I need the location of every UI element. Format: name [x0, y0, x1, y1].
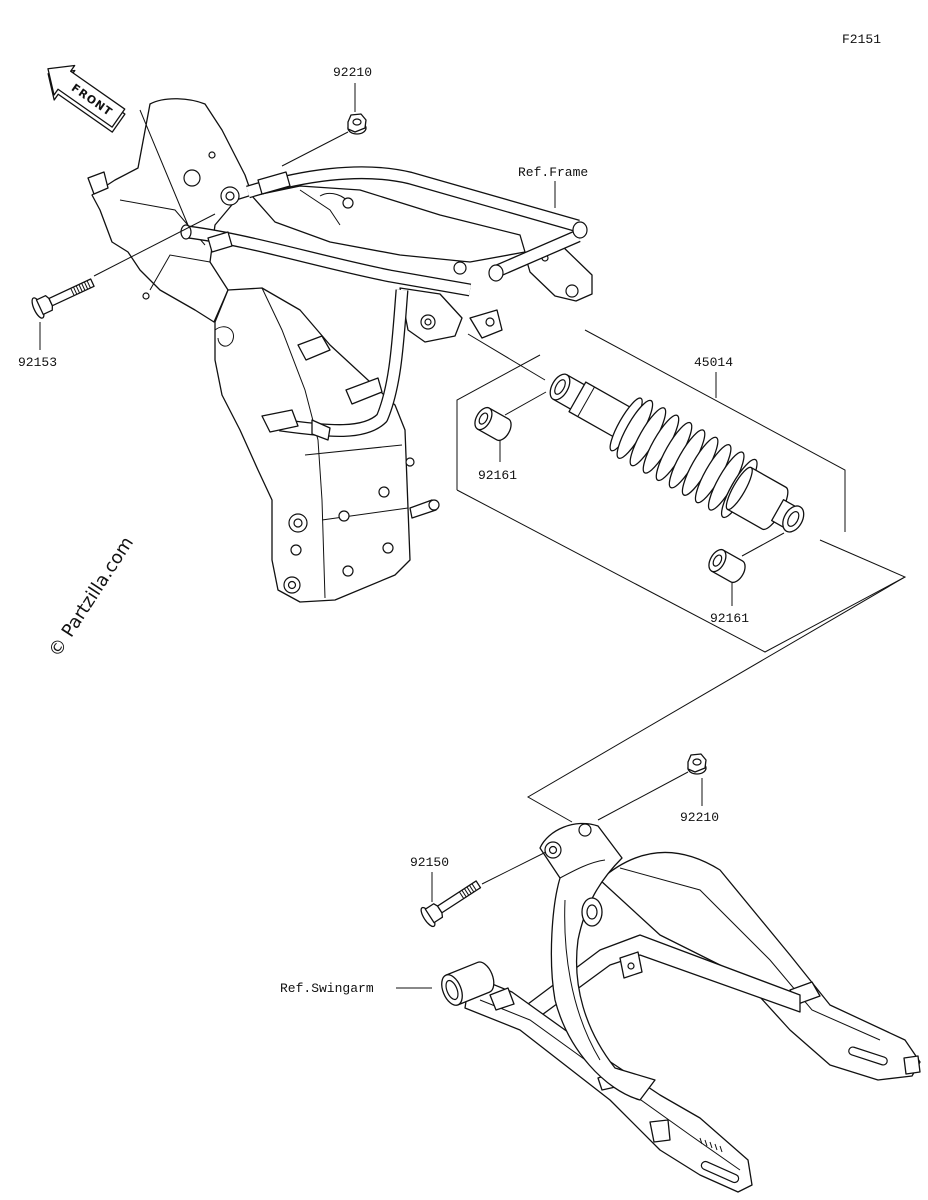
swingarm-adjuster-marks: [699, 1137, 723, 1153]
leader-92153-to-frame: [93, 213, 216, 277]
label-ref-swingarm: Ref.Swingarm: [280, 981, 374, 996]
frame-head-boss-inner: [225, 191, 235, 201]
swingarm-yoke-edge: [559, 859, 606, 1061]
frame-mid-plate: [399, 287, 463, 343]
frame-tab: [311, 419, 331, 441]
frame-plate-hole: [378, 486, 390, 498]
frame-plate-hole: [338, 510, 350, 522]
frame-tab: [207, 231, 233, 253]
frame-drawing: [87, 98, 593, 603]
shock-absorber-45014: [549, 373, 805, 533]
leader-92161-left-to-shock: [504, 391, 547, 416]
swingarm-yoke-hole-inner: [548, 845, 558, 855]
frame-cross-tube-inner: [492, 231, 581, 277]
frame-rear-bracket-hole: [565, 284, 579, 298]
frame-head-small-hole: [208, 151, 216, 159]
label-92153: 92153: [18, 355, 57, 370]
frame-boss-inner: [287, 580, 297, 590]
frame-rail-end: [488, 264, 504, 282]
frame-side-cutout: [214, 326, 234, 347]
swingarm-axle-slot-right: [848, 1046, 888, 1066]
swingarm-axle-slot-left: [700, 1160, 740, 1184]
swingarm-right-arm-edge: [619, 867, 881, 1041]
frame-gusset-hole: [342, 197, 354, 209]
frame-head-bracket: [87, 171, 109, 195]
nut-92210-top: [347, 113, 367, 135]
swingarm-pivot-tube: [441, 961, 495, 1006]
frame-tab: [261, 409, 299, 433]
swingarm-left-bracket: [489, 987, 515, 1011]
frame-plate-hole: [382, 542, 394, 554]
swingarm-drawing: [441, 822, 921, 1193]
frame-head-hole: [183, 169, 201, 187]
front-arrow-icon: FRONT: [47, 64, 126, 133]
label-92210-bottom: 92210: [680, 810, 719, 825]
frame-boss: [453, 261, 467, 275]
label-92161-right: 92161: [710, 611, 749, 626]
bushing-92161-left: [474, 406, 512, 442]
shock-group-outline: [456, 329, 907, 823]
frame-boss-inner: [293, 518, 303, 528]
frame-tab: [297, 335, 331, 361]
leader-92161-right-to-shock: [741, 532, 785, 557]
frame-stud-end: [428, 499, 440, 511]
frame-stud-small: [405, 457, 415, 467]
diagram-code: F2151: [842, 32, 881, 47]
swingarm-yoke: [539, 822, 656, 1101]
frame-tab: [345, 377, 383, 405]
swingarm-left-end-tab: [649, 1119, 671, 1143]
swingarm-right-end-tab: [903, 1055, 921, 1075]
watermark: © Partzilla.com: [45, 533, 138, 661]
frame-plate-hole: [342, 565, 354, 577]
label-92161-left: 92161: [478, 468, 517, 483]
frame-rail-end: [180, 224, 192, 240]
nut-92210-bottom: [687, 753, 707, 775]
swingarm-yoke-tab-hole: [627, 962, 635, 970]
bolt-92153: [31, 278, 95, 319]
bushing-92161-right: [708, 548, 746, 584]
frame-boss: [290, 544, 302, 556]
frame-head-small-hole: [142, 292, 150, 300]
leader-92150-to-yoke: [481, 851, 547, 885]
swingarm-right-pivot-inner: [586, 904, 598, 920]
frame-head-plate: [91, 98, 253, 323]
label-92210-top: 92210: [333, 65, 372, 80]
frame-main-plate: [214, 287, 411, 603]
label-92150: 92150: [410, 855, 449, 870]
swingarm-right-arm: [599, 851, 921, 1081]
frame-rail-end: [572, 221, 588, 239]
frame-main-edge: [261, 287, 409, 599]
frame-small-bracket-hole: [485, 317, 495, 327]
frame-tab: [257, 171, 291, 195]
bolt-92150: [420, 880, 482, 928]
label-ref-frame: Ref.Frame: [518, 165, 588, 180]
frame-mid-plate-hole-inner: [424, 318, 432, 326]
leader-92210-top-to-frame: [281, 131, 349, 167]
swingarm-yoke-hole: [578, 823, 592, 837]
leader-92210-bottom-to-yoke: [597, 771, 689, 821]
label-45014: 45014: [694, 355, 733, 370]
